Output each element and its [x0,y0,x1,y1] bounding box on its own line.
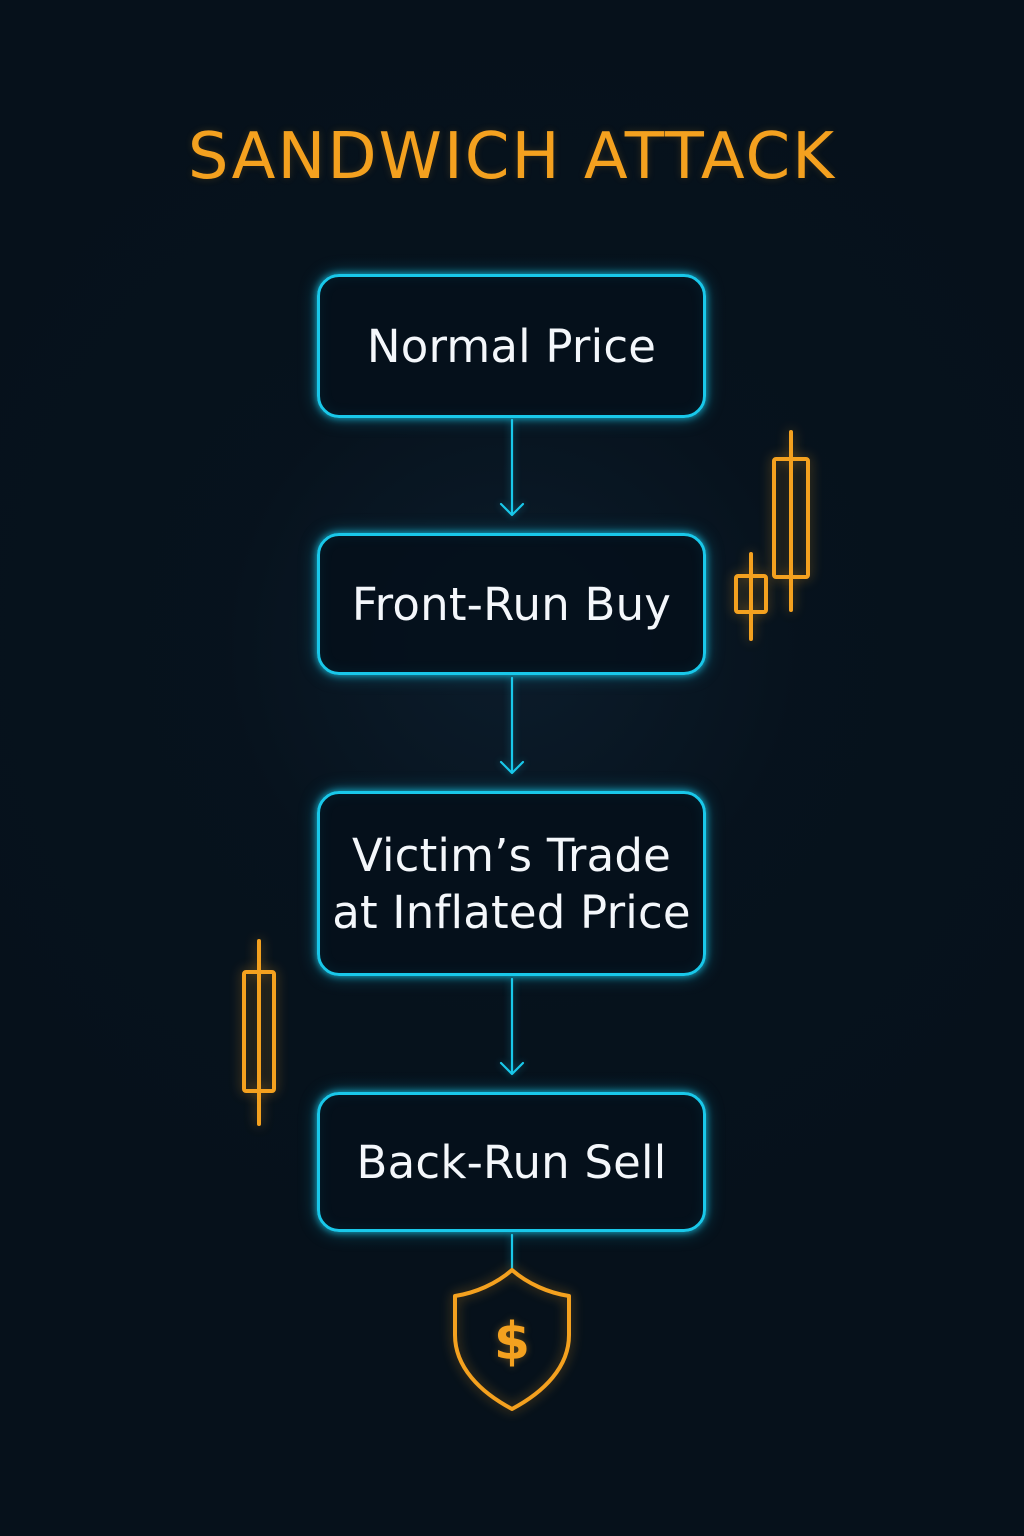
candlestick-icon [734,430,810,641]
flow-arrow-3-head [499,1061,525,1076]
step-back-run-sell-label: Back-Run Sell [356,1135,667,1189]
candlestick-small-body [734,574,768,614]
candlestick-icon [242,939,276,1126]
flow-arrow-1 [499,418,525,517]
step-victim-trade-line-1: Victim’s Trade [351,828,672,882]
flow-arrow-2-head [499,760,525,775]
flow-arrow-2 [499,676,525,775]
dollar-symbol: $ [494,1312,530,1372]
diagram-title: SANDWICH ATTACK [187,120,837,194]
step-normal-price: Normal Price [317,274,706,418]
step-victim-trade-label: Victim’s Trade at Inflated Price [332,827,691,941]
step-victim-trade-line-2: at Inflated Price [332,885,691,939]
flow-arrow-3 [499,977,525,1076]
candlestick-left-body [242,970,276,1093]
step-front-run-buy: Front-Run Buy [317,533,706,675]
step-front-run-buy-label: Front-Run Buy [351,577,672,631]
shield-dollar-icon: $ [453,1268,571,1411]
step-victim-trade: Victim’s Trade at Inflated Price [317,791,706,976]
step-back-run-sell: Back-Run Sell [317,1092,706,1232]
step-normal-price-label: Normal Price [366,319,657,373]
shield-outline [453,1268,571,1411]
flow-connector-end [510,1233,514,1271]
flow-arrow-1-head [499,502,525,517]
candlestick-tall-body [772,457,810,579]
